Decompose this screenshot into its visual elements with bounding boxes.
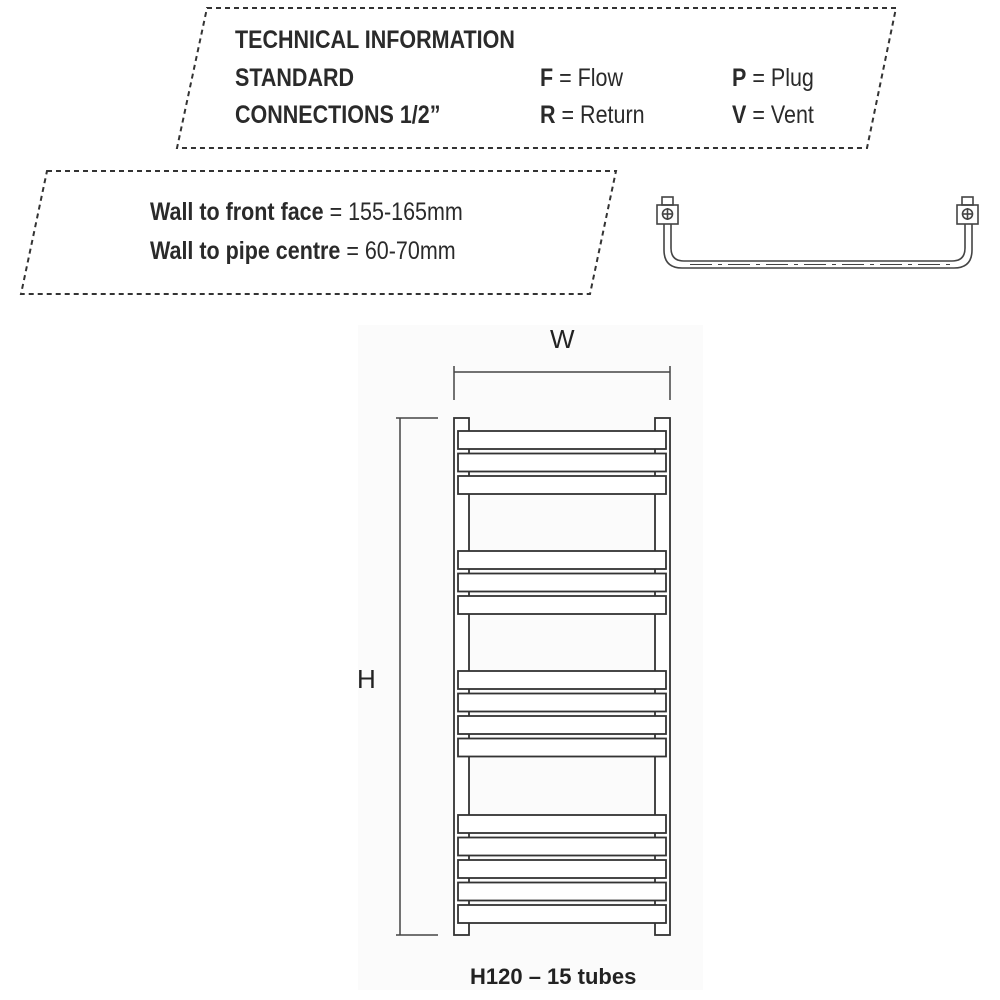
tube-3 xyxy=(457,475,667,495)
wall-info-frame xyxy=(19,170,618,295)
tube-5 xyxy=(457,572,667,593)
diagram-caption: H120 – 15 tubes xyxy=(470,964,637,989)
legend-meaning: Vent xyxy=(770,101,814,129)
legend-letter: V xyxy=(732,101,747,129)
legend-meaning: Plug xyxy=(770,64,814,92)
legend-equals: = xyxy=(555,101,581,129)
height-dimension xyxy=(396,417,438,936)
width-dimension xyxy=(453,366,671,400)
connections-label: CONNECTIONS 1/2” xyxy=(235,101,441,129)
wall-front-face-label: Wall to front face xyxy=(150,198,324,226)
wall-front-face: Wall to front face = 155-165mm xyxy=(150,198,463,227)
tube-14 xyxy=(457,881,667,902)
tube-1 xyxy=(457,430,667,450)
legend-letter: F xyxy=(540,64,554,92)
legend-equals: = xyxy=(746,64,771,92)
tube-8 xyxy=(457,692,667,713)
legend-return: R = Return xyxy=(540,103,645,128)
tube-13 xyxy=(457,859,667,879)
tubes xyxy=(457,430,667,924)
tube-7 xyxy=(457,670,667,690)
legend-equals: = xyxy=(746,101,771,129)
legend-letter: R xyxy=(540,101,556,129)
legend-equals: = xyxy=(553,64,578,92)
tube-11 xyxy=(457,814,667,834)
tube-10 xyxy=(457,737,667,758)
tube-2 xyxy=(457,452,667,473)
tube-9 xyxy=(457,715,667,735)
wall-pipe-centre-label: Wall to pipe centre xyxy=(150,237,341,265)
technical-info-frame xyxy=(175,7,898,149)
height-label: H xyxy=(357,664,376,694)
legend-meaning: Return xyxy=(580,101,645,129)
wall-front-face-value: = 155-165mm xyxy=(323,198,463,226)
tube-12 xyxy=(457,836,667,857)
legend-letter: P xyxy=(732,64,747,92)
wall-pipe-centre-value: = 60-70mm xyxy=(340,237,456,265)
legend-meaning: Flow xyxy=(577,64,624,92)
legend-vent: V = Vent xyxy=(732,103,814,128)
wall-pipe-centre: Wall to pipe centre = 60-70mm xyxy=(150,237,456,266)
standard-label: STANDARD xyxy=(235,64,355,92)
technical-info-heading: TECHNICAL INFORMATION xyxy=(235,26,515,54)
pipe-top-view xyxy=(656,196,979,269)
legend-plug: P = Plug xyxy=(732,66,814,91)
width-label: W xyxy=(550,324,575,354)
tube-4 xyxy=(457,550,667,570)
legend-flow: F = Flow xyxy=(540,66,623,91)
tube-6 xyxy=(457,595,667,615)
tube-15 xyxy=(457,904,667,924)
